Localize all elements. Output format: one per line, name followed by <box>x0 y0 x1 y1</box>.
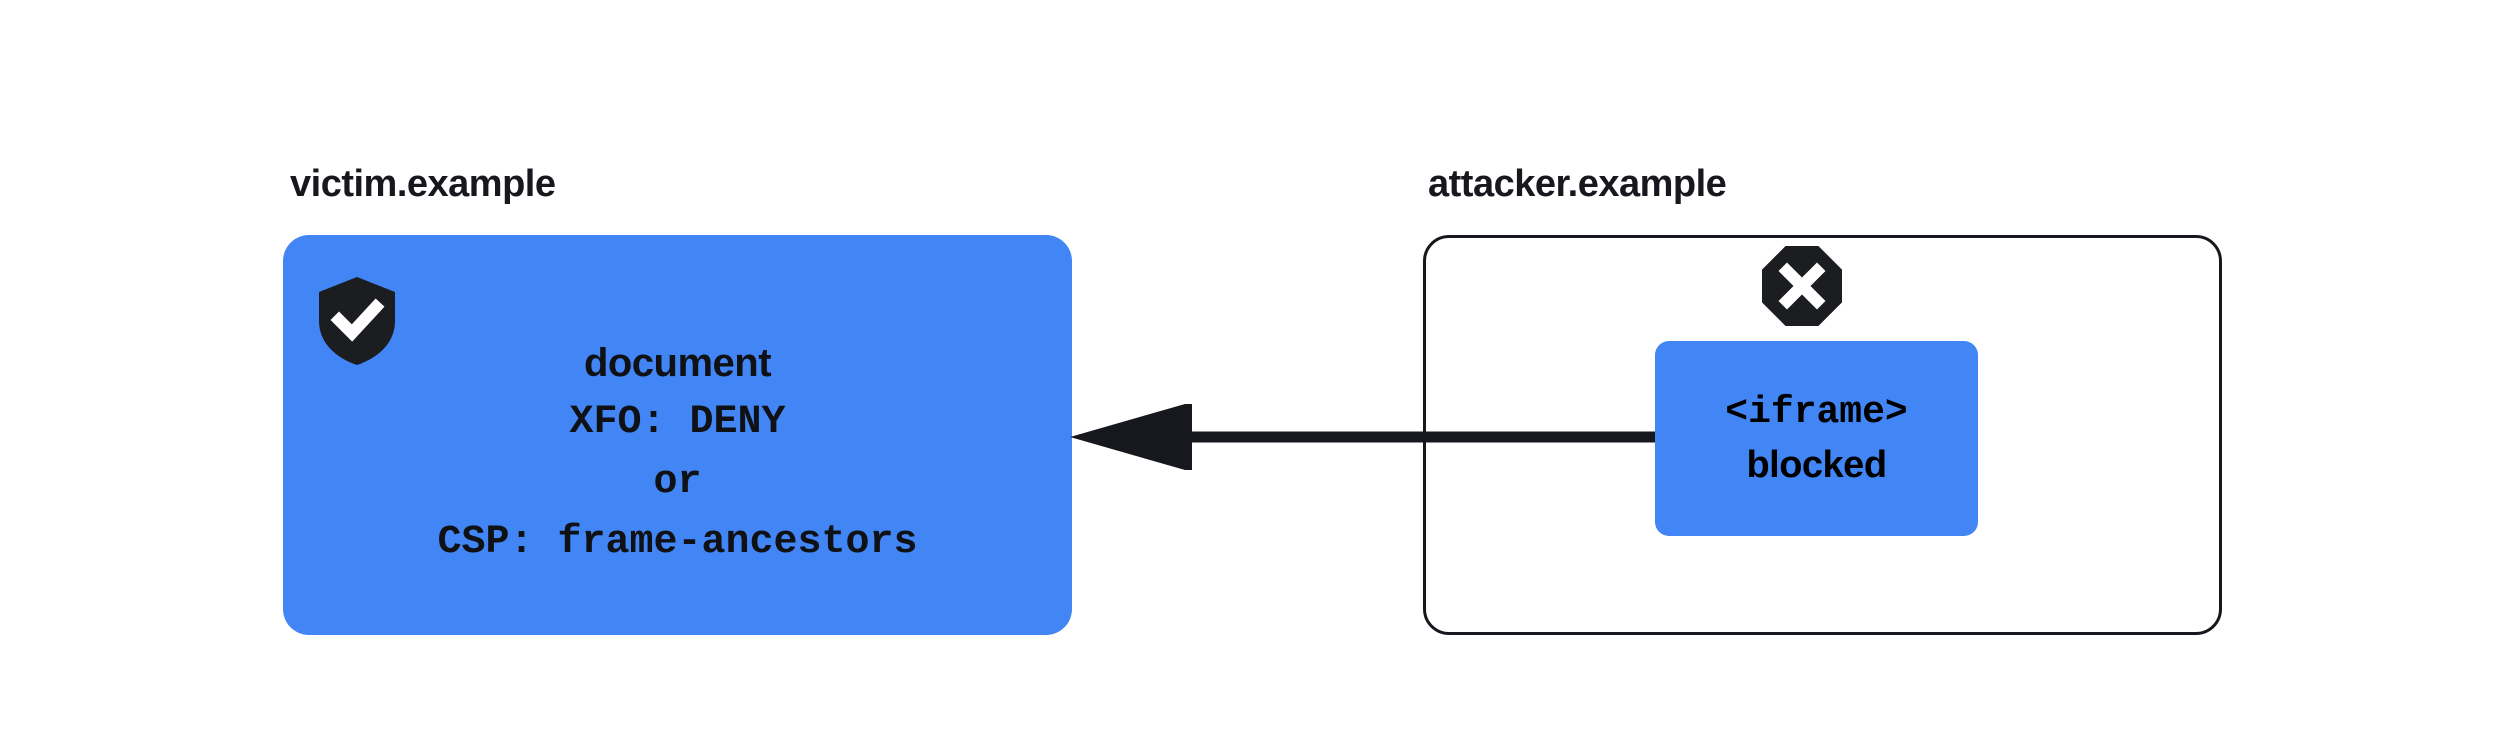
victim-document-card: document XFO: DENY or CSP: frame-ancesto… <box>283 235 1072 635</box>
blocked-framing-arrow <box>1060 402 1670 472</box>
attacker-origin-label: attacker.example <box>1428 163 1727 205</box>
victim-origin-label: victim.example <box>290 163 556 205</box>
x-octagon-icon <box>1760 244 1844 328</box>
victim-card-line-3: CSP: frame-ancestors <box>437 520 918 565</box>
victim-card-line-0: document <box>583 341 772 385</box>
attacker-iframe-card: <iframe> blocked <box>1655 341 1978 536</box>
shield-check-icon <box>316 275 398 367</box>
victim-card-line-1: XFO: DENY <box>569 400 786 445</box>
victim-card-text: document XFO: DENY or CSP: frame-ancesto… <box>283 333 1072 573</box>
iframe-card-line-0: <iframe> <box>1725 390 1908 434</box>
iframe-card-line-1: blocked <box>1746 443 1887 486</box>
victim-card-line-2: or <box>653 460 702 505</box>
